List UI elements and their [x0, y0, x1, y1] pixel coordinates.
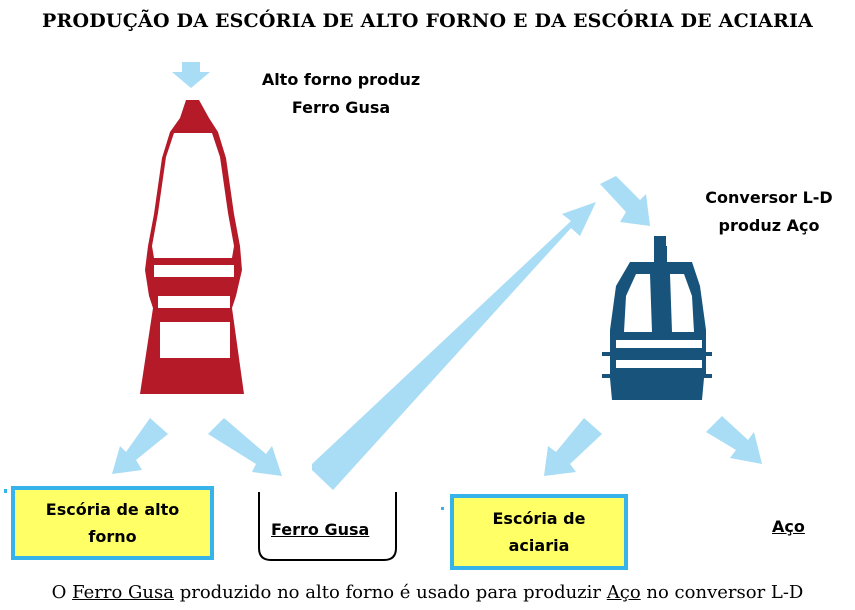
- caption-steel: Aço: [606, 582, 641, 603]
- arrow-converter-to-steel: [706, 416, 762, 464]
- stray-mark: [441, 507, 444, 510]
- steel-label: Aço: [772, 517, 805, 536]
- blast-furnace-label: Alto forno produz Ferro Gusa: [248, 66, 434, 122]
- caption-part1: O: [51, 582, 73, 603]
- pig-iron-container: [258, 492, 397, 561]
- blast-furnace-slag-line2: forno: [88, 527, 137, 546]
- blast-furnace-label-line2: Ferro Gusa: [291, 98, 391, 117]
- arrow-into-furnace: [172, 62, 210, 88]
- diagram-title: PRODUÇÃO DA ESCÓRIA DE ALTO FORNO E DA E…: [42, 10, 813, 32]
- pig-iron-label: Ferro Gusa: [271, 520, 370, 539]
- caption-part3: no conversor L-D: [640, 582, 804, 603]
- caption: O Ferro Gusa produzido no alto forno é u…: [0, 582, 855, 603]
- caption-part2: produzido no alto forno é usado para pro…: [173, 582, 607, 603]
- ld-converter-interior: [616, 274, 702, 368]
- blast-furnace-windows: [152, 133, 234, 358]
- stray-mark: [4, 489, 7, 493]
- converter-label: Conversor L-D produz Aço: [694, 184, 844, 240]
- arrow-into-converter: [600, 176, 650, 226]
- converter-label-line1: Conversor L-D: [705, 188, 833, 207]
- arrow-furnace-to-slag: [112, 418, 168, 474]
- steel-slag-line2: aciaria: [508, 536, 570, 555]
- arrow-pig-iron-to-converter: [312, 202, 596, 490]
- converter-label-line2: produz Aço: [718, 216, 820, 235]
- ld-converter: [602, 236, 712, 400]
- arrow-converter-to-slag: [544, 418, 602, 476]
- blast-furnace-label-line1: Alto forno produz: [261, 70, 421, 89]
- steel-slag-box: Escória de aciaria: [450, 494, 628, 570]
- blast-furnace-slag-line1: Escória de alto: [45, 500, 180, 519]
- steel-slag-line1: Escória de: [492, 509, 586, 528]
- arrow-furnace-to-pig-iron: [208, 418, 282, 476]
- caption-pig-iron: Ferro Gusa: [72, 582, 174, 603]
- blast-furnace-slag-box: Escória de alto forno: [11, 486, 214, 560]
